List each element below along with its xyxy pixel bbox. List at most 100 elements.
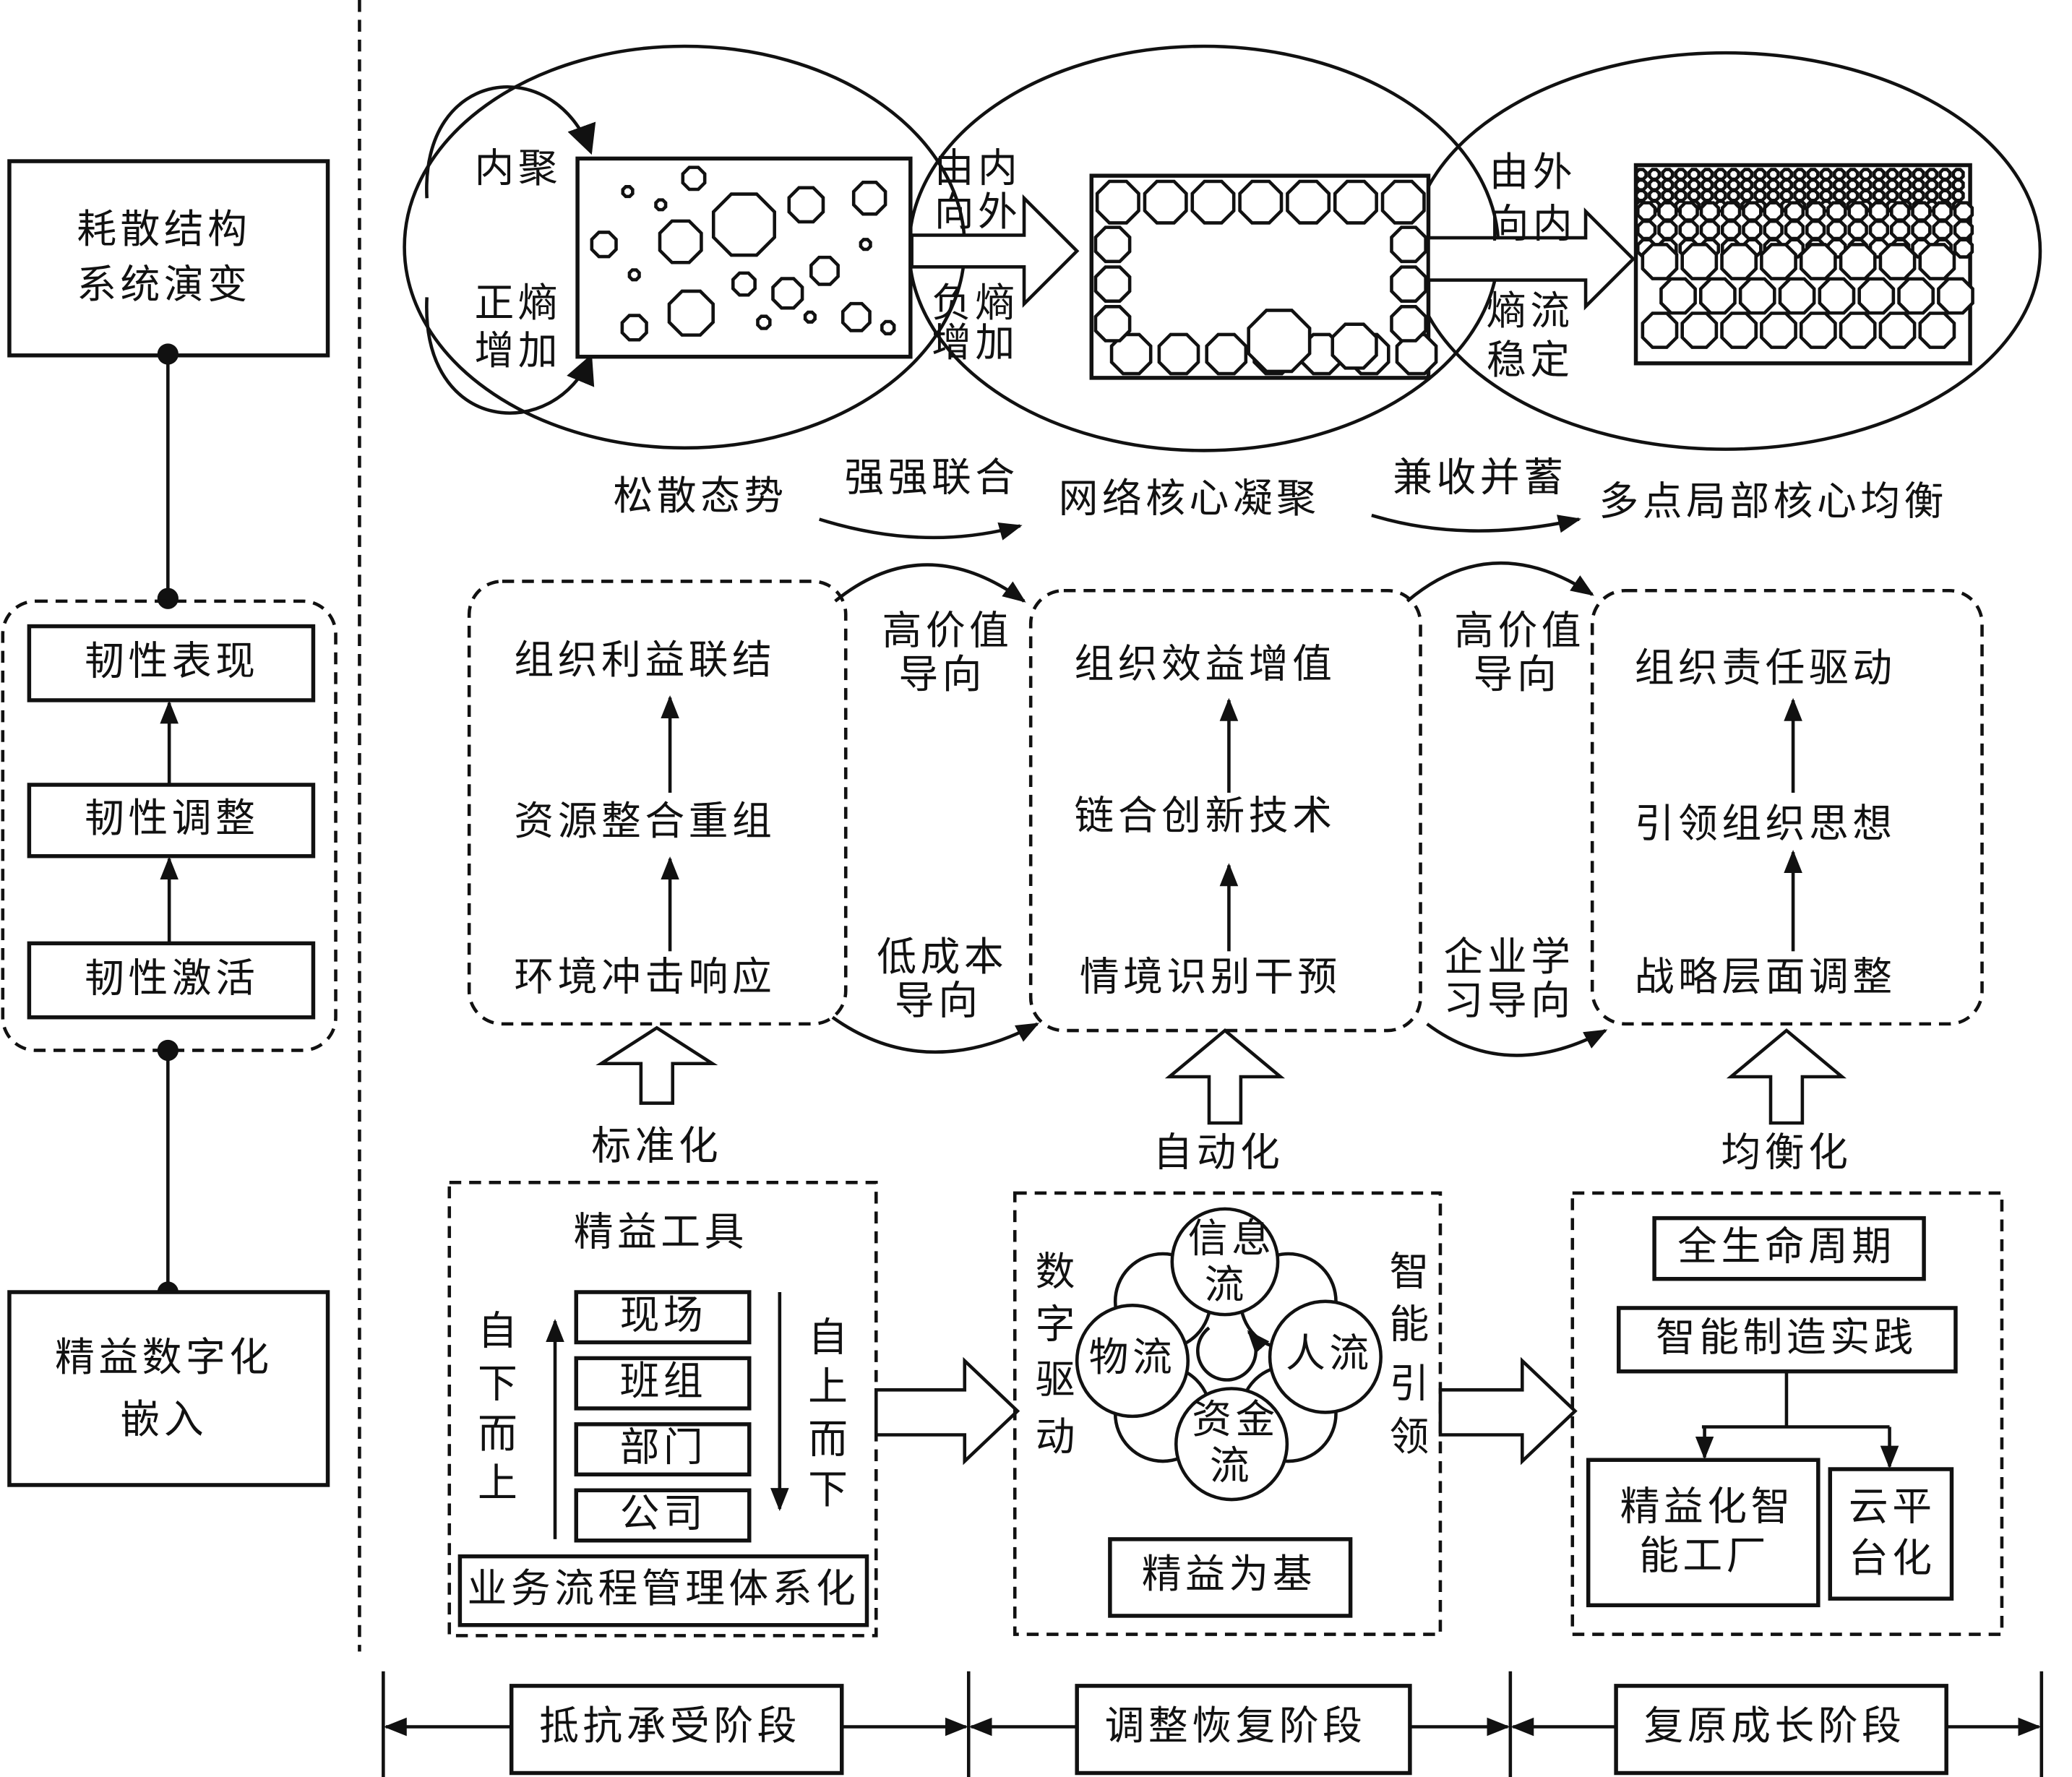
particle: [1918, 243, 1956, 280]
lean-smart-factory: 精益化智: [1620, 1484, 1794, 1530]
particle: [1793, 189, 1807, 202]
particle: [1641, 243, 1679, 280]
state-network: 网络核心凝聚: [1059, 476, 1320, 522]
digital-drive: 动: [1036, 1414, 1079, 1460]
label-in-out: 由内: [934, 145, 1022, 192]
dissipative-label-2: 系统演变: [77, 262, 251, 308]
particle: [1093, 305, 1132, 343]
particle: [1238, 179, 1284, 225]
particle: [787, 186, 825, 224]
particle: [1846, 189, 1860, 202]
label-out-in: 由外: [1489, 149, 1577, 195]
particle: [1742, 201, 1763, 222]
particle: [1938, 178, 1952, 192]
resilience-activate: 韧性激活: [85, 955, 259, 1001]
particle: [1395, 332, 1438, 376]
particle: [1661, 189, 1675, 202]
label-out-in-2: 向内: [1489, 200, 1577, 246]
particle: [1687, 178, 1701, 192]
gap2-label: 高价值: [1454, 608, 1585, 654]
particle: [1953, 201, 1974, 222]
particle: [621, 185, 635, 199]
particle: [1190, 179, 1236, 225]
level-item: 现场: [620, 1292, 708, 1338]
particle: [1886, 189, 1899, 202]
outward-arrow: [910, 194, 1080, 309]
particle: [1819, 178, 1833, 192]
particle: [1714, 178, 1727, 192]
particle: [1925, 168, 1939, 181]
top-down: 自: [808, 1315, 851, 1361]
particle: [880, 319, 896, 336]
bottom-up: 下: [478, 1361, 521, 1407]
particle: [1868, 219, 1890, 241]
flow-capital: 流: [1210, 1442, 1253, 1489]
particle: [1819, 168, 1833, 181]
particle: [1806, 178, 1820, 192]
particle: [1897, 277, 1935, 315]
state-loose: 松散态势: [613, 473, 787, 519]
level-item: 公司: [620, 1490, 708, 1536]
particle: [859, 238, 872, 251]
particle: [1819, 189, 1833, 202]
particle: [1859, 189, 1873, 202]
col1-item: 组织利益联结: [514, 637, 775, 683]
particle: [658, 219, 703, 264]
particle: [1763, 219, 1784, 241]
particle: [731, 271, 757, 297]
smart-manufacturing: 智能制造实践: [1656, 1315, 1917, 1361]
particle: [771, 277, 804, 310]
resilience-stages: 组织利益联结 资源整合重组 环境冲击响应 组织效益增值 链合创新技术 情境识别干…: [467, 562, 1984, 1176]
particle: [1661, 168, 1675, 181]
particle: [1143, 179, 1188, 225]
particle: [1932, 201, 1953, 222]
particle: [1727, 168, 1740, 181]
digital-drive: 数: [1036, 1248, 1079, 1294]
bottom-up: 上: [478, 1460, 521, 1506]
process-base: 业务流程管理体系化: [468, 1565, 860, 1612]
particle: [1784, 201, 1805, 222]
resilience-adjust: 韧性调整: [85, 795, 259, 841]
gap2-label: 习导向: [1444, 977, 1575, 1023]
bottom-up: 自: [478, 1308, 521, 1354]
particle: [1793, 178, 1807, 192]
particle: [1847, 201, 1868, 222]
particle: [1657, 201, 1678, 222]
particle: [1859, 178, 1873, 192]
particle: [627, 268, 641, 282]
particle: [1872, 168, 1886, 181]
particle: [1872, 189, 1886, 202]
particle: [1886, 168, 1899, 181]
particle: [1847, 219, 1868, 241]
label-neg-entropy-2: 增加: [932, 319, 1019, 366]
entropy-evolution: 内聚 正熵 增加 由内 向外 负熵 增加 由外 向内 熵流 稳定 松散态势 强强…: [403, 44, 2042, 541]
transition-strong: 强强联合: [844, 454, 1018, 500]
particle: [1932, 219, 1953, 241]
top-down: 下: [808, 1466, 851, 1513]
particle: [1911, 219, 1932, 241]
lean-tools-title: 精益工具: [574, 1208, 748, 1255]
label-neg-entropy: 负熵: [932, 280, 1019, 326]
particle: [1648, 178, 1662, 192]
particle: [1714, 189, 1727, 202]
top-down: 而: [808, 1416, 851, 1462]
particle: [1699, 277, 1737, 315]
particle: [1740, 178, 1754, 192]
particle: [1701, 178, 1714, 192]
stage-growth: 复原成长阶段: [1644, 1703, 1906, 1749]
particle: [756, 314, 772, 330]
particle: [1805, 201, 1826, 222]
particle: [1833, 168, 1847, 181]
cloud-platform: 云平: [1849, 1484, 1936, 1530]
particle: [1890, 219, 1911, 241]
particle: [1109, 332, 1153, 376]
particle: [1678, 219, 1699, 241]
particle: [1205, 332, 1248, 376]
label-entropy-flow-2: 稳定: [1487, 337, 1574, 383]
particle: [1333, 179, 1378, 225]
particle: [620, 314, 648, 342]
particle: [1720, 219, 1742, 241]
stage-resist: 抵抗承受阶段: [539, 1703, 801, 1749]
particle: [1093, 265, 1132, 303]
particle: [1753, 178, 1767, 192]
